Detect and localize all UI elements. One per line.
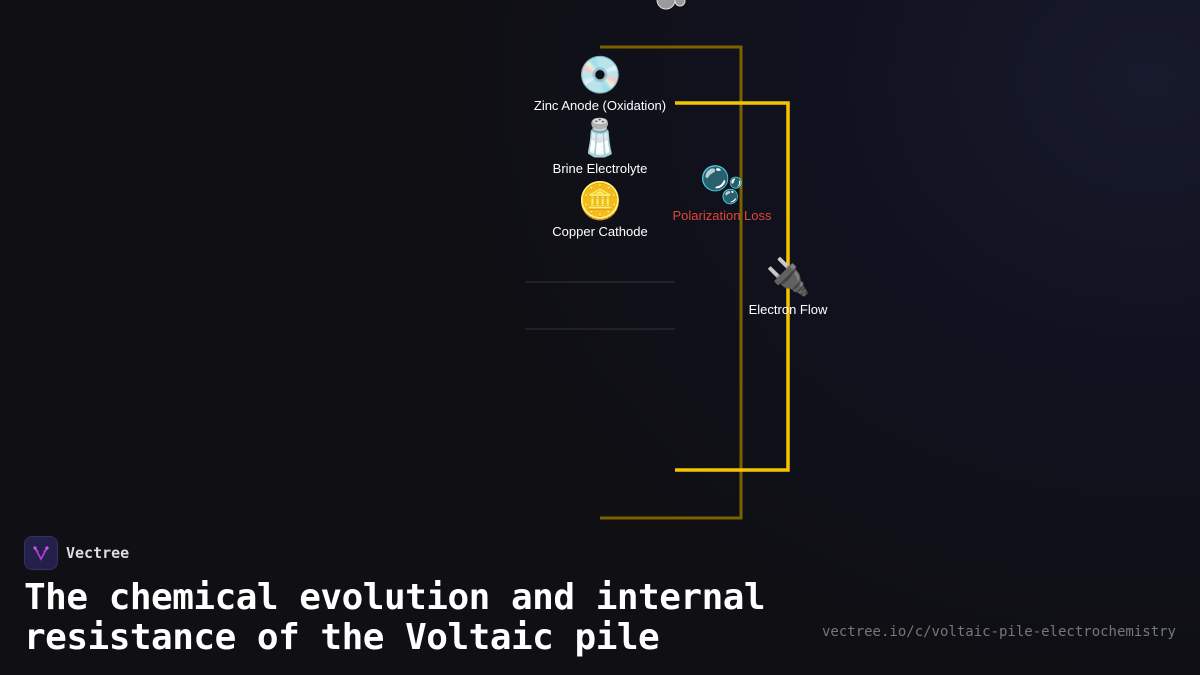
node-label: Electron Flow [748,302,828,317]
brand-name: Vectree [66,544,130,562]
electric-plug-icon: 🔌 [765,257,811,298]
bubbles-icon-partial [656,0,686,10]
outer-wire [600,45,743,520]
salt-shaker-icon: 🧂 [577,118,623,159]
bubbles-icon: 🫧 [699,165,745,206]
inner-wire [675,101,790,472]
node-label: Polarization Loss [672,208,772,223]
node-label: Copper Cathode [552,224,648,239]
page-title: The chemical evolution and internal resi… [24,577,766,658]
vectree-logo-icon [24,536,58,570]
node-polarization-loss[interactable]: 🫧 Polarization Loss [672,165,771,226]
node-copper-cathode[interactable]: 🪙 Copper Cathode [552,181,647,242]
node-label: Zinc Anode (Oxidation) [533,98,667,113]
brand: Vectree [24,536,129,570]
coin-icon: 🪙 [577,181,623,222]
source-url: vectree.io/c/voltaic-pile-electrochemist… [821,624,1176,640]
node-electron-flow[interactable]: 🔌 Electron Flow [749,257,828,318]
node-label: Brine Electrolyte [552,161,648,176]
node-zinc-anode[interactable]: 💿 Zinc Anode (Oxidation) [534,55,666,116]
optical-disc-icon: 💿 [577,55,623,96]
node-brine-electrolyte[interactable]: 🧂 Brine Electrolyte [553,118,648,179]
